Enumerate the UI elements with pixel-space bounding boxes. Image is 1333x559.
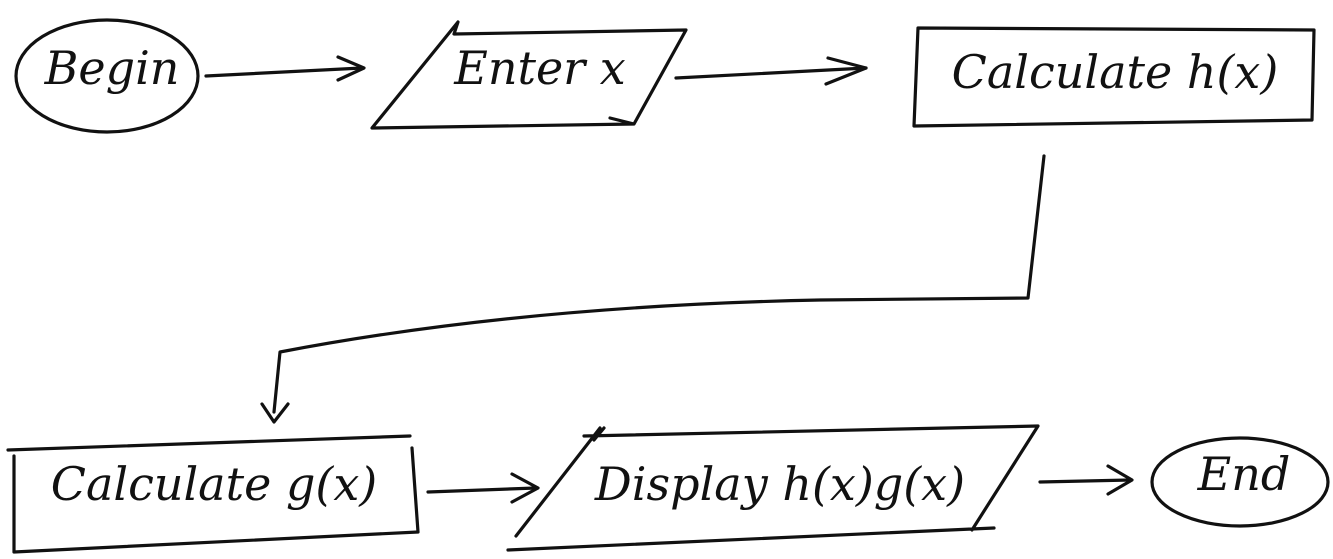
calc-h-label: Calculate h(x) xyxy=(952,45,1279,99)
edge-begin-to-enter-arrowhead xyxy=(336,55,366,82)
edge-display-to-end-line xyxy=(1038,478,1132,484)
node-begin: Begin xyxy=(14,18,200,134)
edge-enter-to-calc-h-arrowhead xyxy=(824,56,868,86)
end-terminator-shape xyxy=(1150,436,1330,528)
calc-h-process-shape xyxy=(912,26,1316,128)
edge-begin-to-enter-line xyxy=(204,66,364,78)
edge-calc-h-to-calc-g-arrowhead xyxy=(260,402,290,424)
node-enter-x: Enter x xyxy=(370,20,688,130)
begin-terminator-shape xyxy=(14,18,200,134)
edge-calc-g-to-display-line xyxy=(426,486,538,494)
node-calc-h: Calculate h(x) xyxy=(912,26,1316,128)
edge-enter-to-calc-h-line xyxy=(674,66,868,80)
edge-calc-g-to-display xyxy=(426,472,540,504)
edge-calc-h-to-calc-g-line xyxy=(272,154,1046,414)
edge-enter-to-calc-h xyxy=(674,56,868,86)
edge-display-to-end xyxy=(1038,464,1134,496)
edge-calc-h-to-calc-g xyxy=(260,154,1046,424)
calc-g-label: Calculate g(x) xyxy=(51,457,377,511)
edge-begin-to-enter xyxy=(204,55,366,82)
calc-g-process-shape xyxy=(6,434,420,554)
node-calc-g: Calculate g(x) xyxy=(6,434,420,554)
begin-label: Begin xyxy=(44,41,180,95)
enter-x-label: Enter x xyxy=(453,41,626,95)
display-label: Display h(x)g(x) xyxy=(594,457,965,511)
edge-display-to-end-arrowhead xyxy=(1106,464,1134,496)
node-display: Display h(x)g(x) xyxy=(506,424,1040,552)
end-label: End xyxy=(1197,447,1291,501)
enter-x-input-shape xyxy=(370,20,688,130)
node-end: End xyxy=(1150,436,1330,528)
display-output-shape xyxy=(506,424,1040,552)
edge-calc-g-to-display-arrowhead xyxy=(510,472,540,504)
